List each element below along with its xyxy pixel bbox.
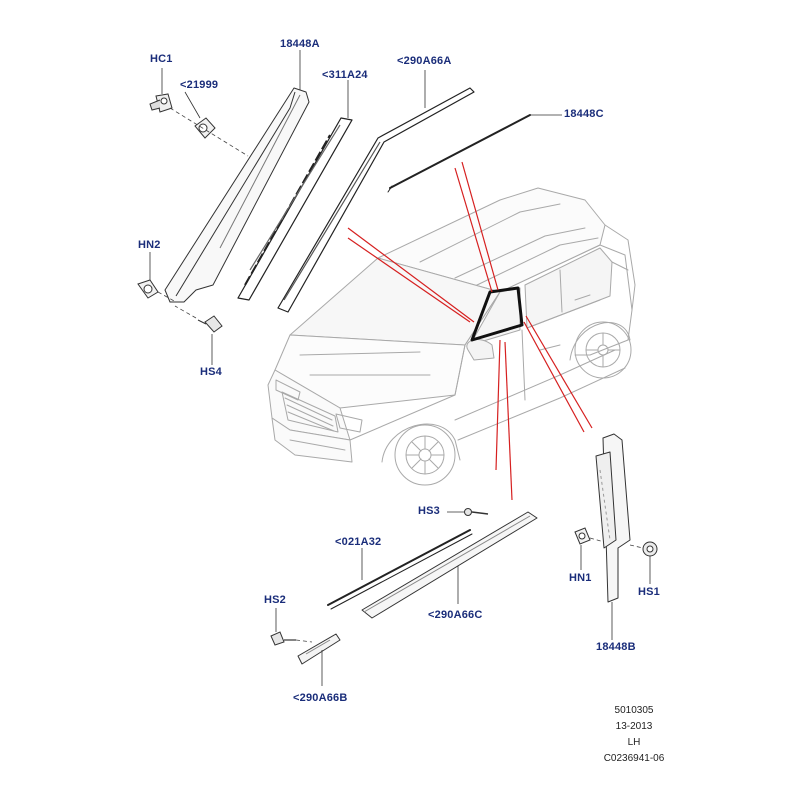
fastener-hs3[interactable] — [464, 508, 489, 516]
callout-lines — [347, 161, 593, 501]
part-290a66b[interactable] — [297, 633, 341, 665]
label-18448a: 18448A — [280, 38, 320, 50]
label-hn2: HN2 — [138, 239, 161, 251]
reference-code: C0236941-06 — [603, 753, 665, 764]
part-021a32[interactable] — [327, 529, 473, 610]
part-311a24[interactable] — [237, 117, 353, 301]
label-311a24: <311A24 — [322, 69, 368, 81]
alignment-line-hs2 — [295, 639, 313, 643]
fastener-21999[interactable] — [194, 117, 216, 139]
label-hs4: HS4 — [200, 366, 222, 378]
part-18448b[interactable] — [595, 433, 631, 603]
label-hs3: HS3 — [418, 505, 440, 517]
leader-21999 — [184, 91, 201, 119]
label-290a66c: <290A66C — [428, 609, 483, 621]
fastener-hn1[interactable] — [574, 527, 591, 545]
fastener-hc1[interactable] — [149, 93, 173, 113]
label-hc1: HC1 — [150, 53, 173, 65]
reference-number: 5010305 — [614, 705, 654, 716]
label-hn1: HN1 — [569, 572, 592, 584]
fastener-hs2[interactable] — [270, 631, 296, 646]
label-18448b: 18448B — [596, 641, 636, 653]
fastener-hs4[interactable] — [197, 315, 223, 333]
alignment-line-hn1 — [589, 537, 605, 543]
window-frame-highlight — [470, 286, 524, 342]
alignment-line-hc1 — [169, 107, 249, 157]
part-290a66a[interactable] — [277, 87, 475, 313]
label-290a66a: <290A66A — [397, 55, 452, 67]
fastener-hs1[interactable] — [642, 541, 658, 557]
reference-year: 13-2013 — [615, 721, 653, 732]
part-290a66c[interactable] — [361, 511, 538, 619]
label-021a32: <021A32 — [335, 536, 382, 548]
label-290a66b: <290A66B — [293, 692, 348, 704]
label-18448c: 18448C — [564, 108, 604, 120]
alignment-line-hs4 — [174, 305, 197, 319]
label-21999: <21999 — [180, 79, 219, 91]
alignment-line-hn2 — [157, 291, 177, 303]
alignment-line-hs1 — [629, 544, 644, 549]
reference-side: LH — [627, 737, 641, 748]
fastener-hn2[interactable] — [137, 279, 159, 299]
part-18448a[interactable] — [164, 87, 310, 303]
part-18448c[interactable] — [387, 114, 531, 193]
vehicle-illustration — [267, 187, 636, 486]
label-hs2: HS2 — [264, 594, 286, 606]
label-hs1: HS1 — [638, 586, 660, 598]
